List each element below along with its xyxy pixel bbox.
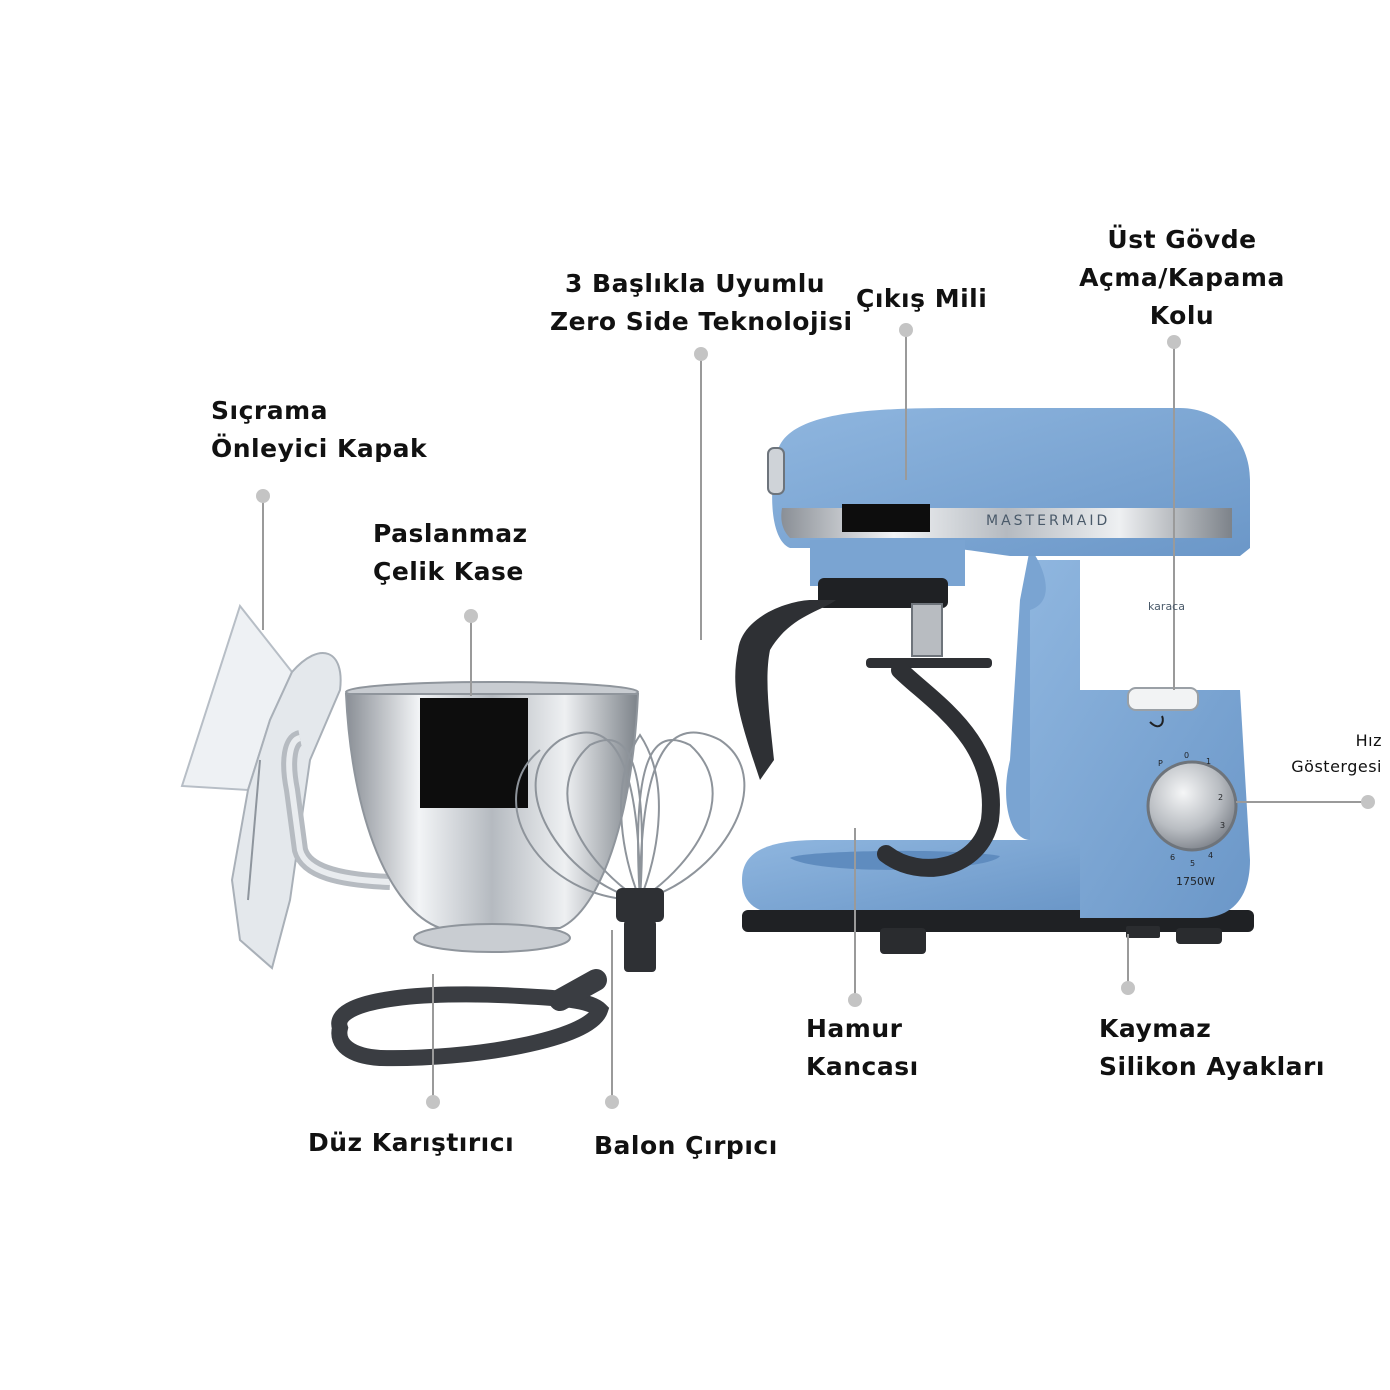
dot-bowl — [464, 609, 478, 623]
label-bowl-line-1: Paslanmaz — [373, 519, 528, 548]
dot-whisk — [605, 1095, 619, 1109]
label-output-shaft: Çıkış Mili — [856, 280, 987, 318]
label-zero-side: 3 Başlıkla Uyumlu Zero Side Teknolojisi — [550, 265, 853, 341]
label-zero-side-line-1: 3 Başlıkla Uyumlu — [564, 269, 826, 298]
dot-speed — [1361, 795, 1375, 809]
label-bowl-line-2: Çelik Kase — [373, 557, 524, 586]
balloon-whisk-illustration — [515, 731, 746, 972]
label-zero-side-line-2: Zero Side Teknolojisi — [550, 307, 853, 336]
label-output-shaft-line-1: Çıkış Mili — [856, 284, 988, 313]
dial-mark-2: 2 — [1218, 793, 1223, 802]
steel-bowl-illustration — [281, 681, 640, 953]
dial-marks: P 0 1 2 3 4 5 6 — [1158, 751, 1225, 868]
label-splash-guard-line-1: Sıçrama — [211, 396, 329, 425]
label-dough-hook-line-1: Hamur — [806, 1014, 903, 1043]
label-feet-line-1: Kaymaz — [1099, 1014, 1212, 1043]
stand-mixer-body-illustration — [742, 408, 1254, 954]
wattage-text: 1750W — [1176, 875, 1215, 888]
brand-text: MASTERMAID — [986, 513, 1110, 529]
label-flat-beater: Düz Karıştırıcı — [308, 1124, 514, 1162]
label-speed-line-1: Hız — [1355, 731, 1382, 750]
flat-beater-illustration — [331, 969, 610, 1067]
label-flat-beater-line-1: Düz Karıştırıcı — [308, 1128, 515, 1157]
label-feet-line-2: Silikon Ayakları — [1099, 1052, 1325, 1081]
dial-mark-5: 5 — [1190, 859, 1195, 868]
label-upper-body-lever: Üst Gövde Açma/Kapama Kolu — [1072, 221, 1292, 335]
label-speed-line-2: Göstergesi — [1291, 757, 1382, 776]
dot-output-shaft — [899, 323, 913, 337]
label-lever-line-3: Kolu — [1149, 301, 1215, 330]
dot-lever — [1167, 335, 1181, 349]
label-non-slip-feet: Kaymaz Silikon Ayakları — [1099, 1010, 1325, 1086]
label-splash-guard: Sıçrama Önleyici Kapak — [211, 392, 427, 468]
dial-mark-1: 1 — [1206, 757, 1211, 766]
dot-splash-guard — [256, 489, 270, 503]
dough-hook-illustration — [735, 600, 1000, 877]
label-dough-hook-line-2: Kancası — [806, 1052, 919, 1081]
label-lever-line-2: Açma/Kapama — [1079, 263, 1285, 292]
label-bowl: Paslanmaz Çelik Kase — [373, 515, 528, 591]
label-whisk-line-1: Balon Çırpıcı — [594, 1131, 778, 1160]
logo-text: karaca — [1148, 600, 1185, 613]
label-dough-hook: Hamur Kancası — [806, 1010, 919, 1086]
dial-mark-p: P — [1158, 759, 1163, 768]
label-splash-guard-line-2: Önleyici Kapak — [211, 434, 428, 463]
label-balloon-whisk: Balon Çırpıcı — [594, 1127, 778, 1165]
leader-lines — [256, 323, 1375, 1109]
dial-mark-4: 4 — [1208, 851, 1213, 860]
label-lever-line-1: Üst Gövde — [1107, 225, 1257, 254]
splash-guard-illustration — [180, 603, 342, 970]
dot-feet — [1121, 981, 1135, 995]
dot-zero-side — [694, 347, 708, 361]
dial-mark-6: 6 — [1170, 853, 1175, 862]
label-speed-indicator: Hız Göstergesi — [1270, 728, 1382, 780]
dot-flat-beater — [426, 1095, 440, 1109]
dot-dough-hook — [848, 993, 862, 1007]
dial-mark-3: 3 — [1220, 821, 1225, 830]
dial-mark-0: 0 — [1184, 751, 1189, 760]
